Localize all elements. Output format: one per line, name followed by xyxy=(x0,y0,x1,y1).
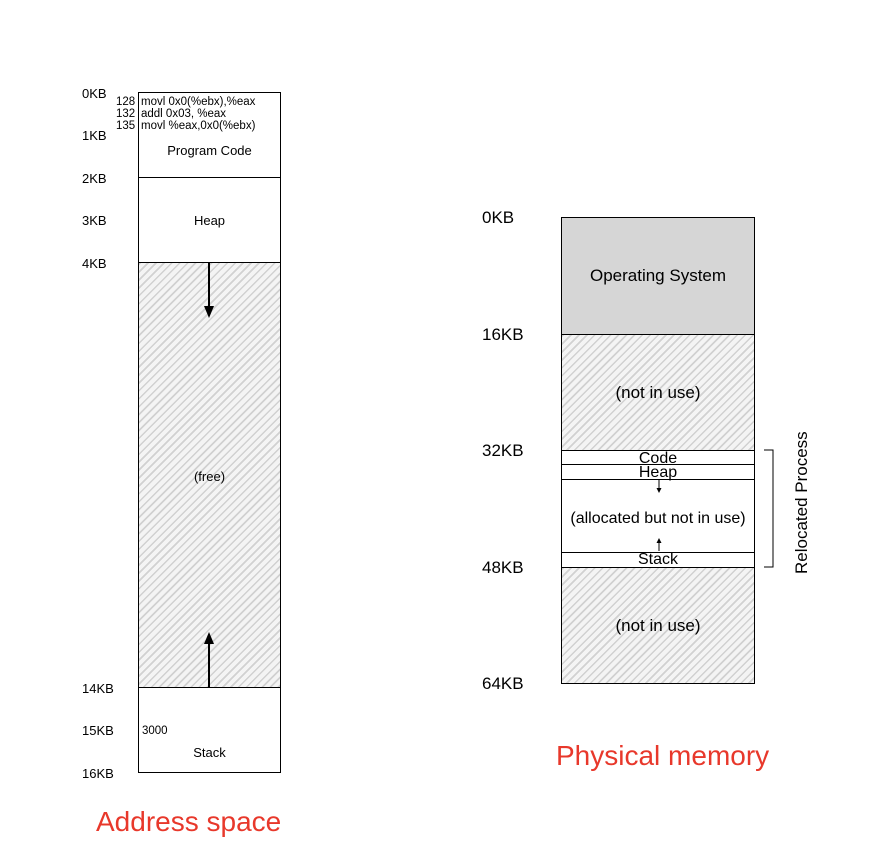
address-space-title: Address space xyxy=(96,806,282,837)
program-code-label: Program Code xyxy=(167,143,252,158)
stack-growth-arrow-icon xyxy=(204,632,214,688)
unused-segment-2: (not in use) xyxy=(561,567,755,684)
as-kb-label: 0KB xyxy=(82,86,107,101)
address-space-diagram: 0KB 1KB 2KB 3KB 4KB 14KB 15KB 16KB 128 1… xyxy=(0,0,420,866)
instruction-address: 135 xyxy=(116,120,136,132)
pm-kb-label: 48KB xyxy=(482,558,524,577)
operating-system-segment: Operating System xyxy=(561,217,755,335)
not-in-use-label: (not in use) xyxy=(615,616,701,635)
operating-system-label: Operating System xyxy=(589,266,727,285)
as-kb-label: 15KB xyxy=(82,723,114,738)
as-kb-label: 3KB xyxy=(82,213,107,228)
instruction-address: 128 xyxy=(116,96,136,108)
stack-segment: 3000 Stack xyxy=(138,687,281,773)
heap-label: Heap xyxy=(193,213,226,228)
instruction-text: movl 0x0(%ebx),%eax xyxy=(141,96,256,108)
program-code-segment: movl 0x0(%ebx),%eax addl 0x03, %eax movl… xyxy=(138,92,281,178)
as-kb-label: 2KB xyxy=(82,171,107,186)
not-in-use-label: (not in use) xyxy=(615,383,701,402)
heap-growth-arrow-icon xyxy=(204,262,214,318)
unused-segment-1: (not in use) xyxy=(561,334,755,451)
free-segment: (free) xyxy=(138,262,281,688)
instruction-text: movl %eax,0x0(%ebx) xyxy=(141,120,256,132)
heap-free-divider xyxy=(562,479,754,480)
pm-kb-label: 64KB xyxy=(482,674,524,693)
as-kb-label: 4KB xyxy=(82,256,107,271)
as-kb-label: 16KB xyxy=(82,766,114,781)
as-kb-label: 14KB xyxy=(82,681,114,696)
code-label: Code xyxy=(638,450,678,467)
code-heap-divider xyxy=(562,464,754,465)
heap-label: Heap xyxy=(638,464,678,481)
allocated-not-in-use-label: (allocated but not in use) xyxy=(570,510,746,527)
pm-kb-label: 16KB xyxy=(482,325,524,344)
instruction-text: addl 0x03, %eax xyxy=(141,108,227,120)
instruction-address: 132 xyxy=(116,108,136,120)
pm-kb-label: 0KB xyxy=(482,208,515,227)
physical-memory-title: Physical memory xyxy=(556,740,770,771)
stack-label: Stack xyxy=(637,551,678,568)
relocated-process-bracket xyxy=(764,449,774,568)
stack-growth-arrow-icon xyxy=(656,538,662,551)
stack-address: 3000 xyxy=(142,725,168,737)
heap-growth-arrow-icon xyxy=(656,480,662,493)
physical-memory-diagram: 0KB 16KB 32KB 48KB 64KB Operating System… xyxy=(420,0,892,866)
relocated-process-label: Relocated Process xyxy=(792,431,811,574)
pm-kb-label: 32KB xyxy=(482,441,524,460)
free-stack-divider xyxy=(562,552,754,553)
as-kb-label: 1KB xyxy=(82,128,107,143)
heap-segment: Heap xyxy=(138,177,281,263)
stack-label: Stack xyxy=(193,745,226,760)
free-label: (free) xyxy=(193,469,226,484)
relocated-process-segment: Code Heap (allocated but not in use) Sta… xyxy=(561,450,755,568)
